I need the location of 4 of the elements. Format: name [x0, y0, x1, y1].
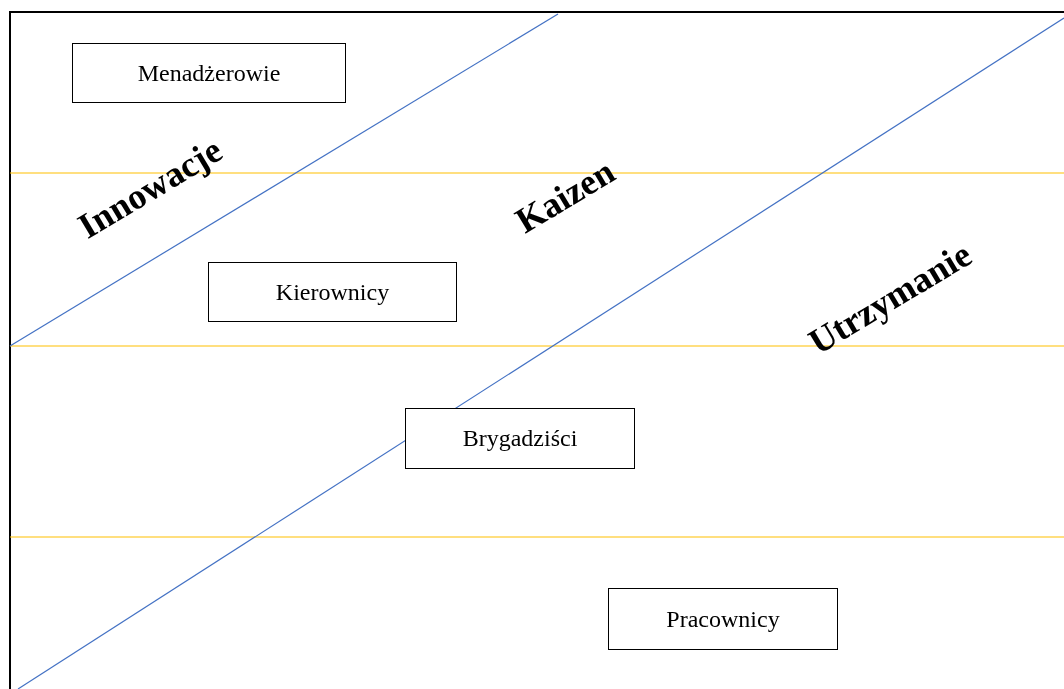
level-box: Brygadziści — [405, 408, 635, 469]
level-box: Kierownicy — [208, 262, 457, 322]
level-box: Pracownicy — [608, 588, 838, 650]
level-box: Menadżerowie — [72, 43, 346, 103]
